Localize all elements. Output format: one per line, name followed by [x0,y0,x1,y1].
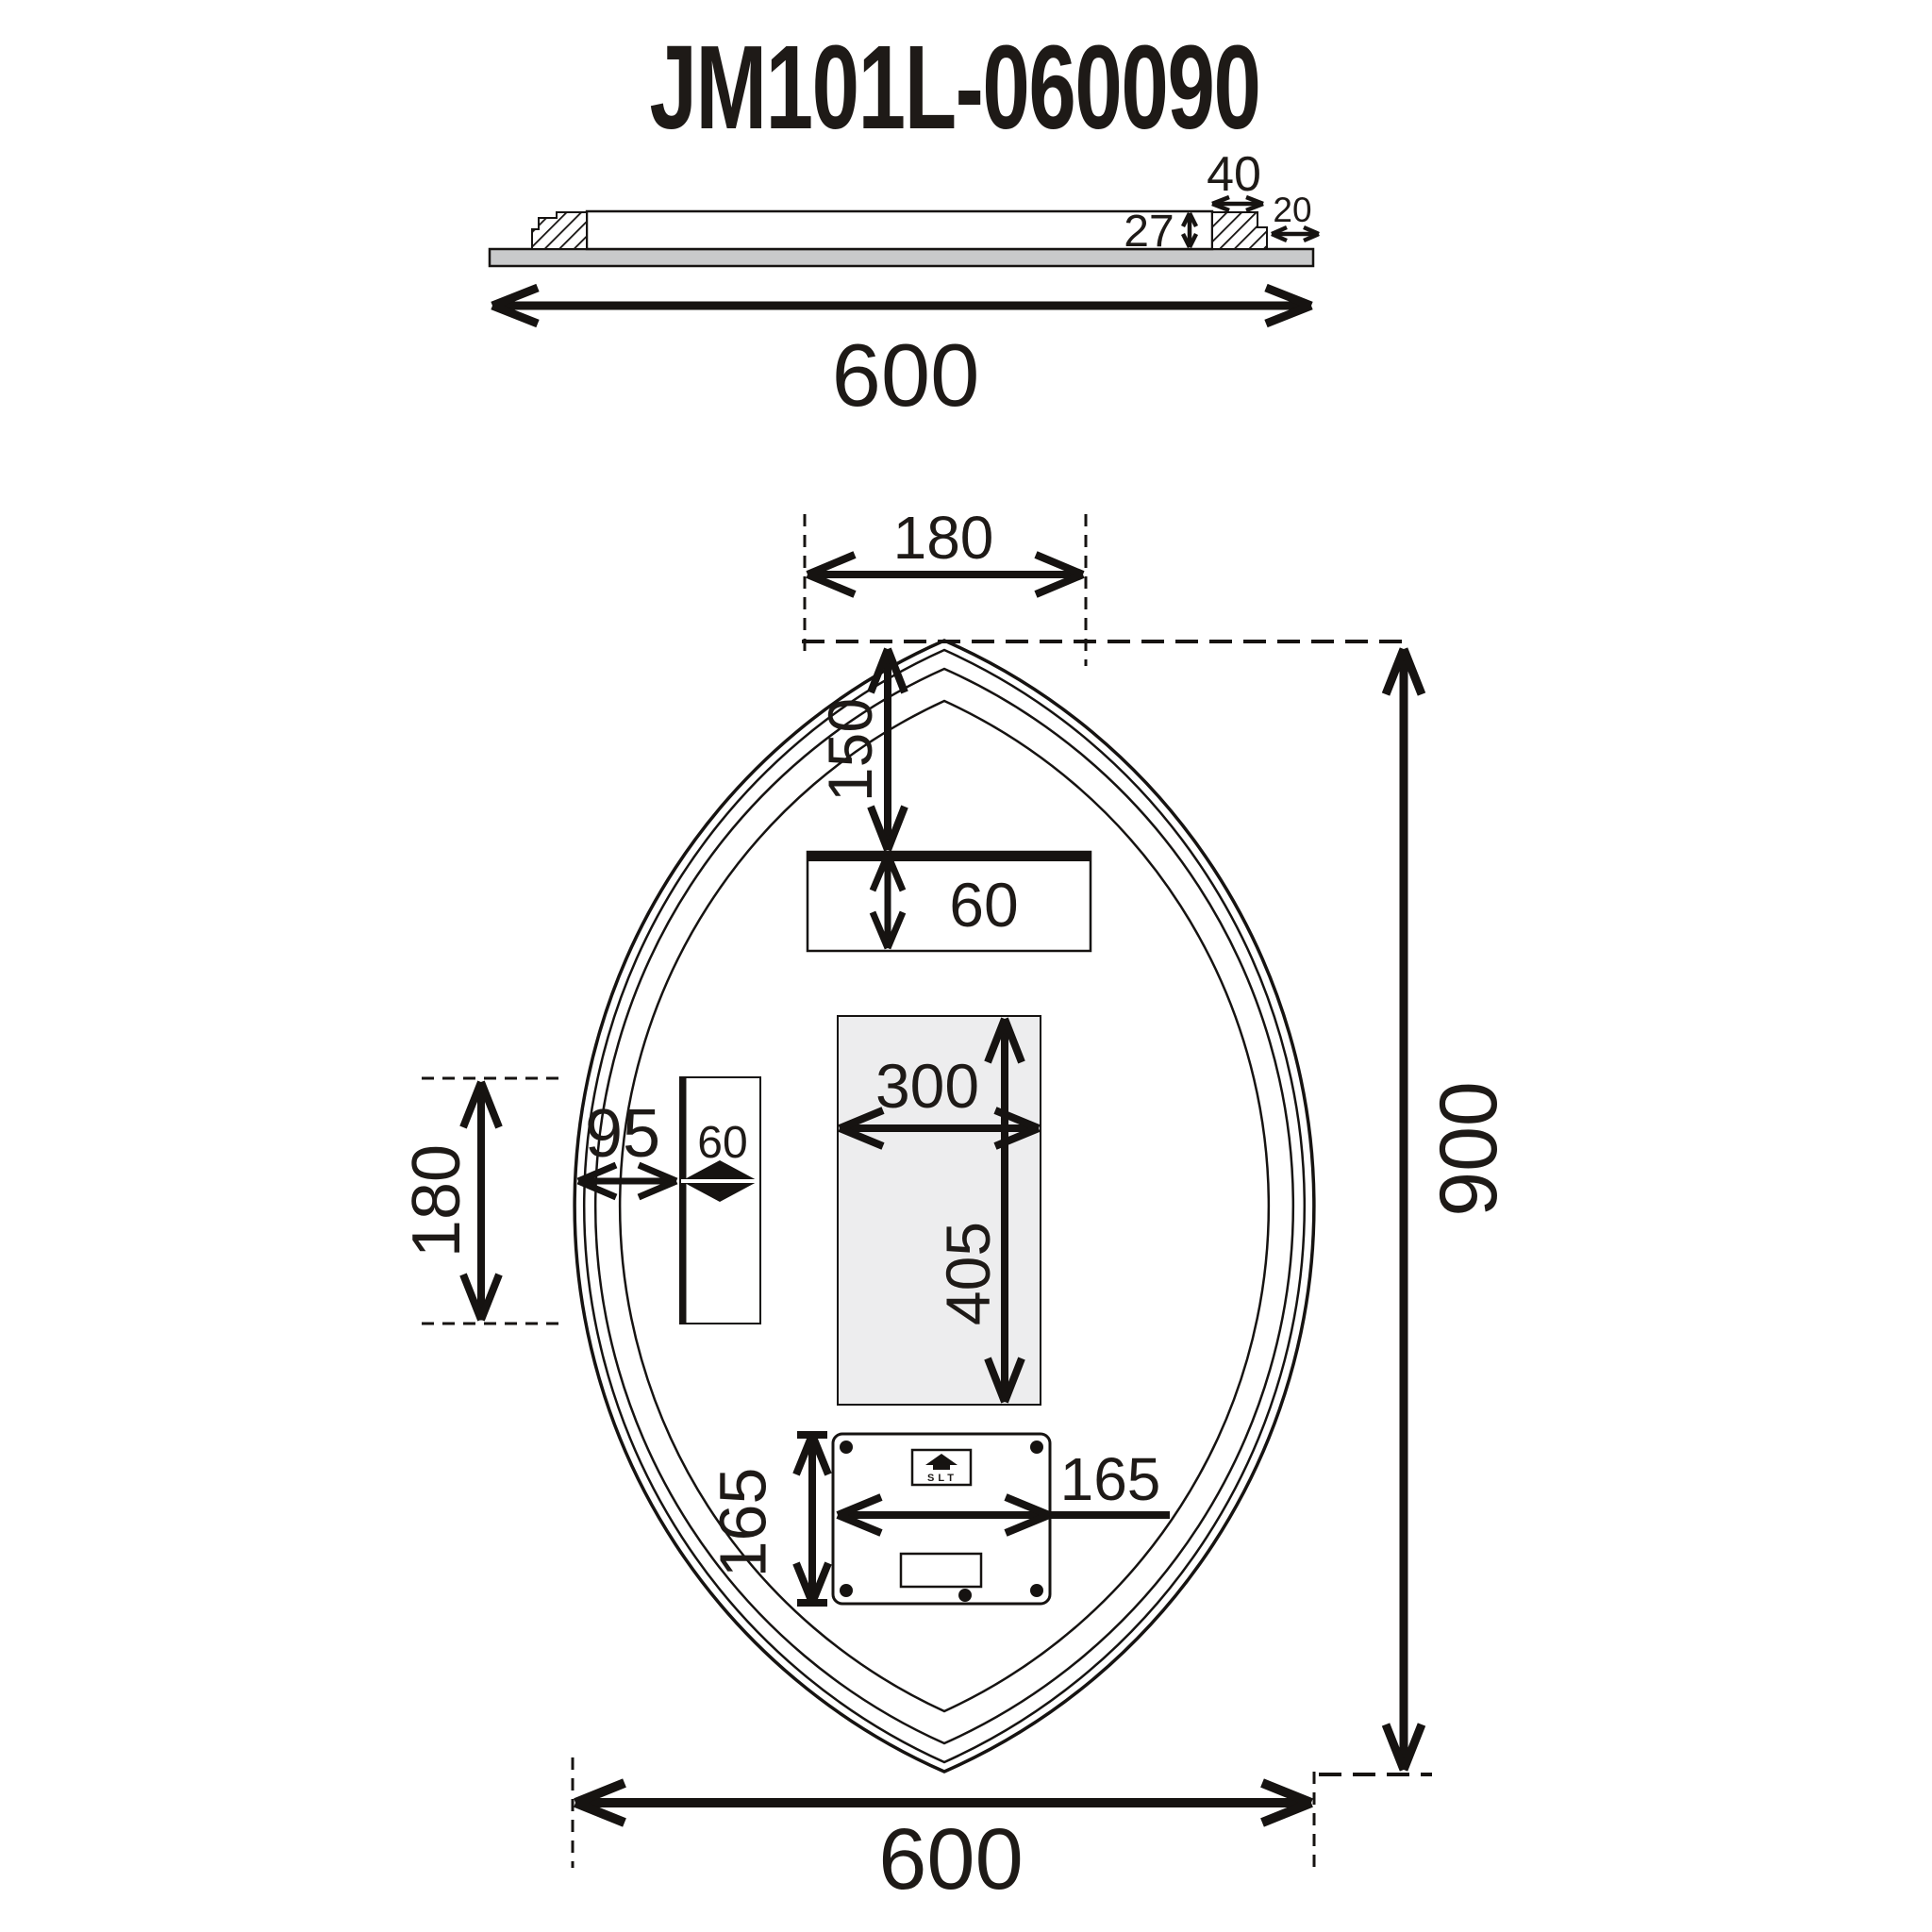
dim-strip-offset-label: 95 [585,1096,660,1172]
dim-box-height-arrow [792,1431,832,1607]
box-screw-dot [840,1584,853,1597]
dim-panel-height-arrow [984,1017,1025,1404]
box-screw-dot [1030,1441,1043,1454]
dim-strip-span-label: 180 [399,1144,475,1257]
dim-overall-width-arrow [574,1778,1313,1827]
dim-strip-width-label: 60 [697,1118,747,1168]
dim-top-width-arrow [806,551,1085,598]
dim-panel-height-label: 405 [933,1222,1003,1325]
dim-lightbar-height-arrow [869,853,907,950]
box-screw-dot [1030,1584,1043,1597]
dim-thickness-label: 27 [1124,207,1174,257]
dim-tip-offset-label: 150 [815,698,885,802]
frame-lip-right [1211,211,1268,250]
dim-strip-offset-arrow [576,1161,678,1201]
mirror-base-plate [488,247,1315,268]
dim-lip-return-arrow [1271,225,1320,243]
dim-lip-return-label: 20 [1273,191,1311,229]
dim-overall-width-label: 600 [878,1811,1024,1907]
dim-lightbar-height-label: 60 [949,870,1018,940]
frame-body [585,209,1214,251]
front-view: 180 900 150 60 300 [399,504,1514,1907]
box-logo-label: SLT [927,1473,958,1484]
dim-top-width-label: 180 [893,504,994,572]
dim-box-width-arrow [836,1493,1170,1537]
arrow-up-icon [925,1454,958,1470]
dim-side-width-label: 600 [832,325,980,425]
mirror-outline-2 [583,648,1306,1764]
lightbar-top [806,850,1092,953]
box-screw-dot [958,1589,972,1602]
dim-lip-width-label: 40 [1207,147,1261,202]
mirror-outline-inner [618,699,1271,1713]
box-terminal [899,1552,983,1589]
dim-strip-span-arrow [459,1080,503,1322]
dim-overall-height-arrow [1381,647,1426,1772]
dim-lip-width-arrow [1211,194,1264,213]
dim-strip-width-arrow [681,1160,758,1202]
side-view: 40 20 27 600 [488,147,1320,425]
dim-thickness-arrow [1180,211,1199,249]
mirror-outline-outer [573,639,1316,1774]
frame-lip-left [531,211,588,250]
dim-tip-offset-arrow [867,647,908,852]
product-title: JM101L-060090 [650,23,1260,155]
box-screw-dot [840,1441,853,1454]
dim-box-height-label: 165 [707,1468,780,1578]
mirror-outline-3 [593,667,1295,1745]
dim-side-width-arrow [491,283,1313,328]
dim-panel-width-label: 300 [875,1051,979,1121]
dim-overall-height-label: 900 [1424,1081,1514,1217]
dim-box-width-label: 165 [1060,1445,1161,1513]
